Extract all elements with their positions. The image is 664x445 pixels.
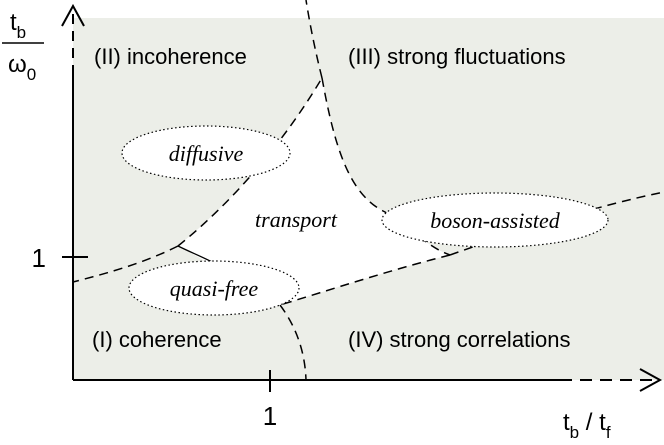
boundary-iii-transport	[321, 77, 451, 256]
x-tick-label: 1	[263, 401, 277, 431]
region-strong-fluctuations-label: (III) strong fluctuations	[348, 44, 566, 69]
boundary-i-iv	[279, 304, 307, 381]
boundary-iii-iv	[449, 191, 664, 256]
boundary-transport-iv	[279, 254, 451, 306]
y-axis-label-numerator: tb	[10, 9, 26, 42]
quasi-free-bubble	[128, 260, 300, 316]
diffusive-label: diffusive	[169, 141, 244, 166]
transport-region	[178, 78, 450, 305]
region-transport-label: transport	[255, 207, 338, 232]
y-axis-label-denominator: ω0	[8, 51, 36, 84]
y-tick-label: 1	[32, 243, 46, 273]
x-axis-label: tb / tf	[563, 409, 611, 442]
boundary-i-transport	[72, 245, 179, 283]
boundary-ii-iii	[305, 0, 323, 79]
region-coherence-label: (I) coherence	[92, 327, 222, 352]
boson-assisted-bubble	[381, 192, 609, 248]
diffusive-bubble	[121, 125, 291, 181]
y-axis-arrowhead	[61, 3, 85, 27]
boson-assisted-label: boson-assisted	[430, 208, 561, 233]
quasi-free-label: quasi-free	[170, 276, 259, 301]
phase-background	[73, 18, 664, 380]
x-axis-arrowhead	[639, 368, 663, 392]
region-incoherence-label: (II) incoherence	[94, 44, 247, 69]
region-strong-correlations-label: (IV) strong correlations	[348, 327, 571, 352]
